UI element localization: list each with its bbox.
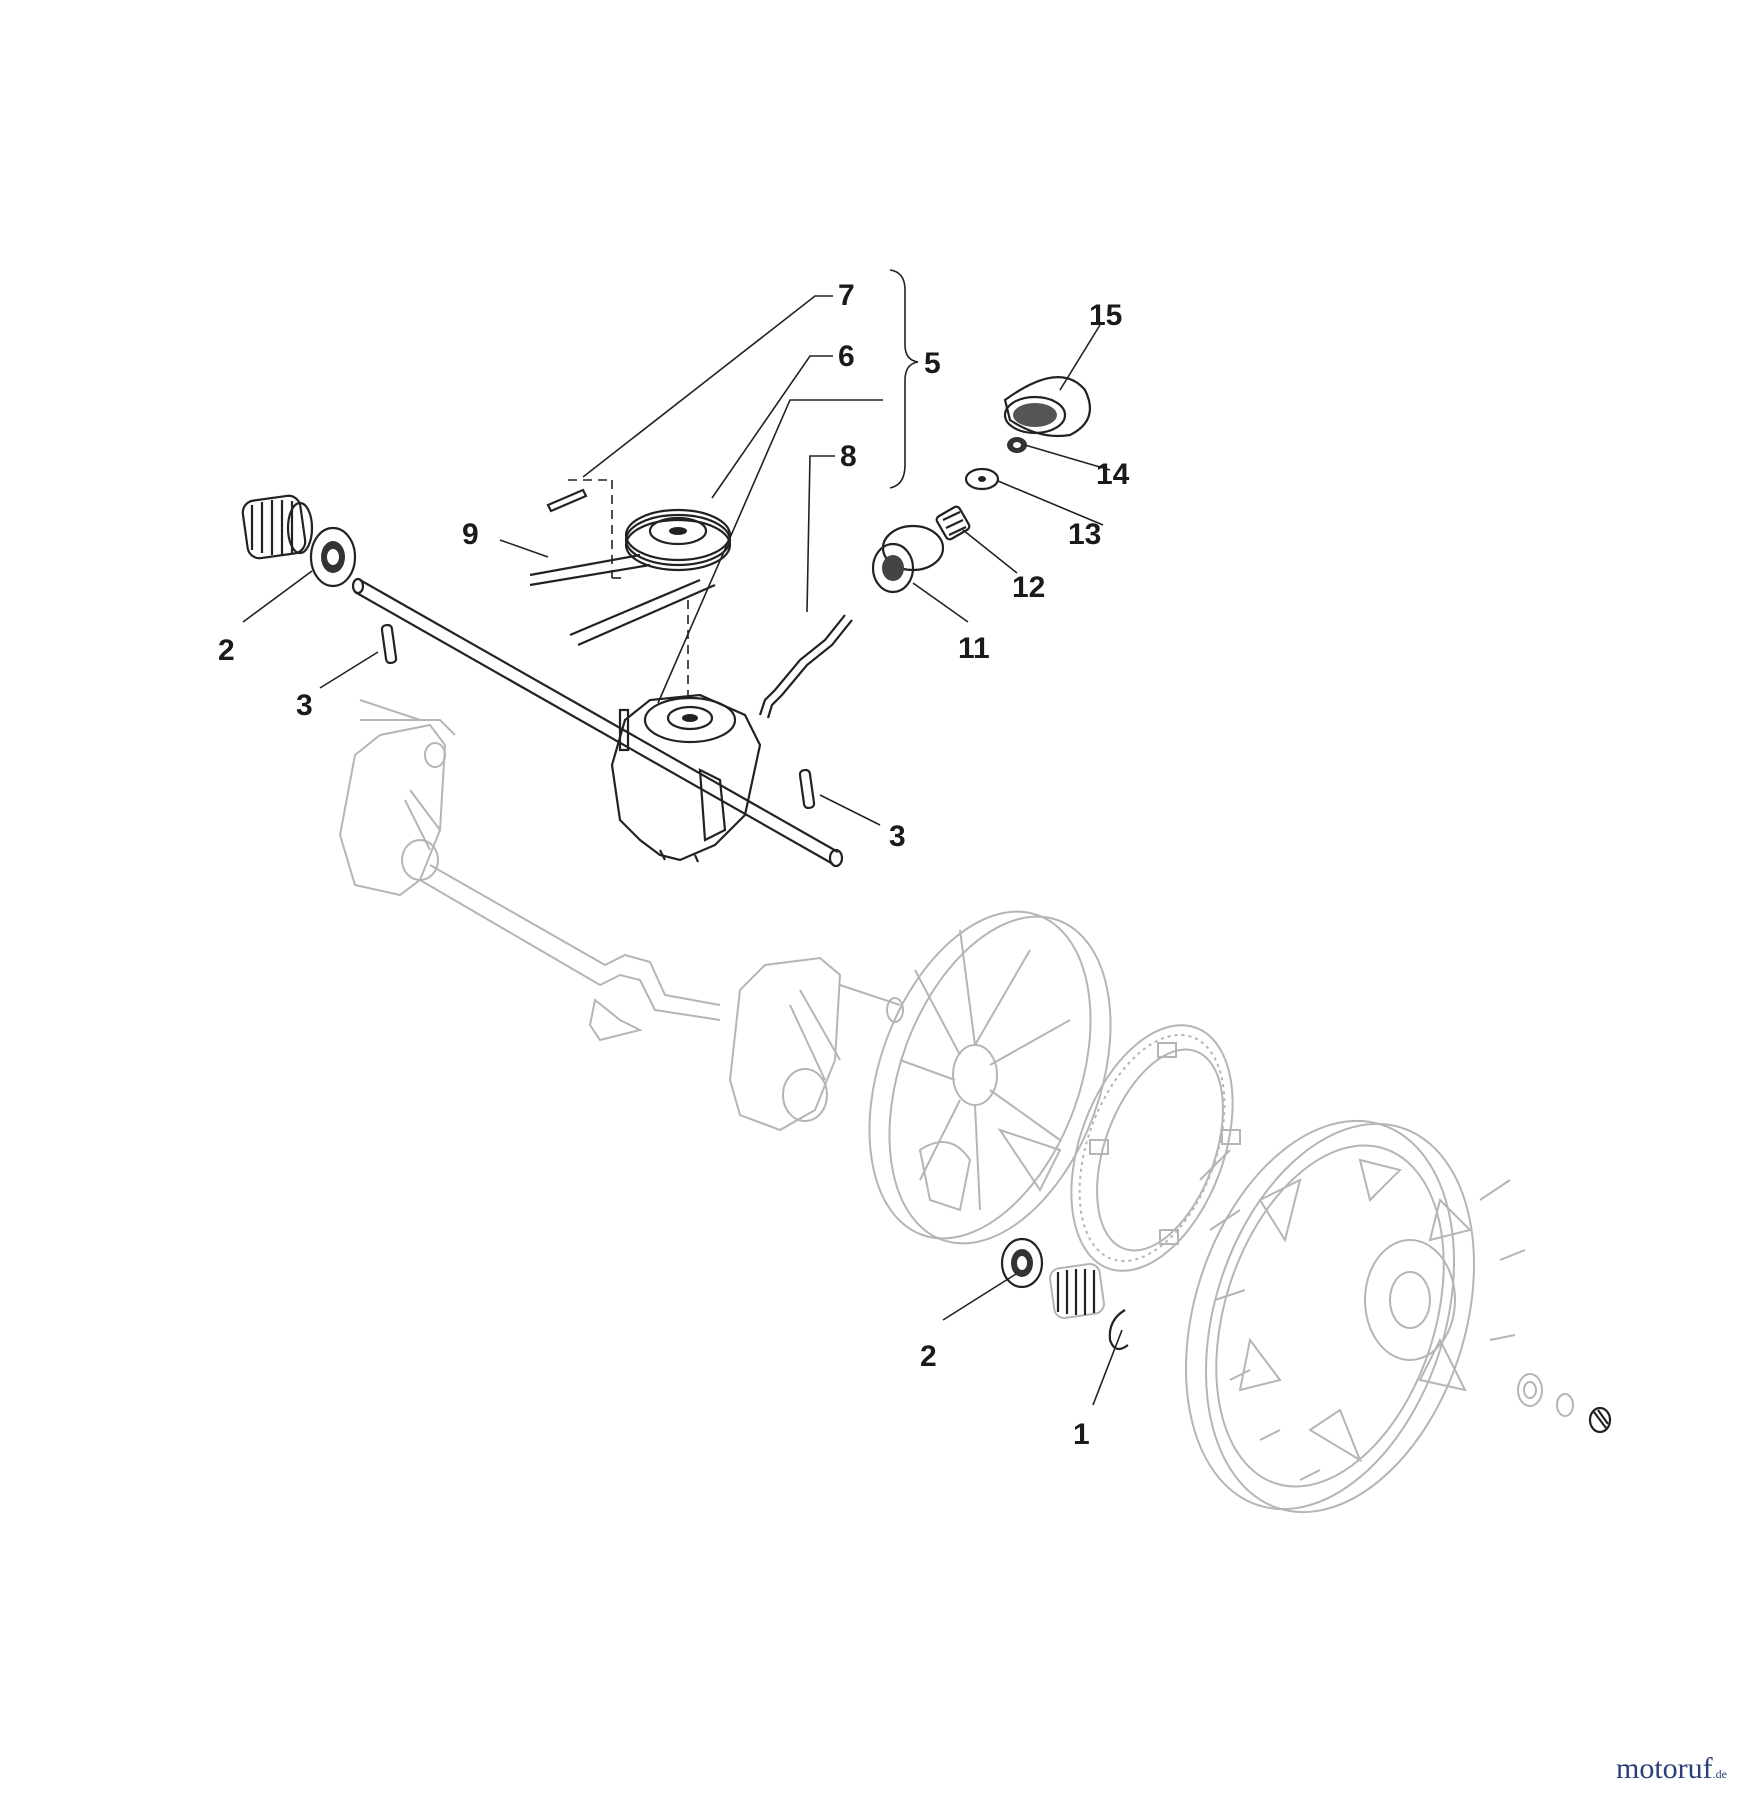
wheel-inner-cover xyxy=(868,910,1112,1245)
circlip xyxy=(1108,1309,1129,1351)
drive-belt xyxy=(529,553,716,647)
callout-12: 12 xyxy=(1012,571,1045,604)
watermark-logo: motoruf.de xyxy=(1616,1752,1727,1786)
callout-3-left: 3 xyxy=(296,689,313,722)
callout-3-right: 3 xyxy=(889,820,906,853)
callout-13: 13 xyxy=(1068,518,1101,551)
rear-wheel xyxy=(1185,1119,1526,1514)
callout-2-left: 2 xyxy=(218,634,235,667)
drive-shaft xyxy=(351,577,844,868)
callout-5: 5 xyxy=(924,347,941,380)
gearbox xyxy=(610,693,762,863)
washer xyxy=(964,467,1000,491)
callout-1: 1 xyxy=(1073,1418,1090,1451)
key-pin xyxy=(546,488,588,513)
callout-7: 7 xyxy=(838,279,855,312)
callout-9: 9 xyxy=(462,518,479,551)
callout-6: 6 xyxy=(838,340,855,373)
left-pinion-gear xyxy=(241,494,314,560)
watermark-name: motoruf xyxy=(1616,1752,1713,1785)
ring-gear xyxy=(1070,1024,1241,1272)
callout-8: 8 xyxy=(840,440,857,473)
cap xyxy=(1003,376,1092,438)
nut xyxy=(1007,437,1027,453)
callout-11: 11 xyxy=(958,632,990,665)
hub-parts xyxy=(1517,1373,1612,1434)
dowel-pin-right xyxy=(798,768,816,810)
rear-axle-bracket xyxy=(338,699,904,1132)
callout-14: 14 xyxy=(1096,458,1130,491)
leader-lines xyxy=(242,269,1123,1406)
bushing xyxy=(871,524,945,594)
lever-rod xyxy=(758,614,853,719)
watermark-tld: .de xyxy=(1712,1767,1727,1781)
spring xyxy=(935,505,971,541)
right-bearing xyxy=(1000,1237,1044,1289)
pulley xyxy=(624,508,732,572)
callout-labels: 7 6 5 8 9 2 3 3 15 14 13 12 11 2 1 xyxy=(218,279,1130,1451)
left-bearing xyxy=(309,526,357,588)
callout-15: 15 xyxy=(1089,299,1122,332)
callout-2-right: 2 xyxy=(920,1340,937,1373)
right-pinion-gear xyxy=(1049,1263,1105,1319)
dowel-pin-left xyxy=(380,623,398,665)
